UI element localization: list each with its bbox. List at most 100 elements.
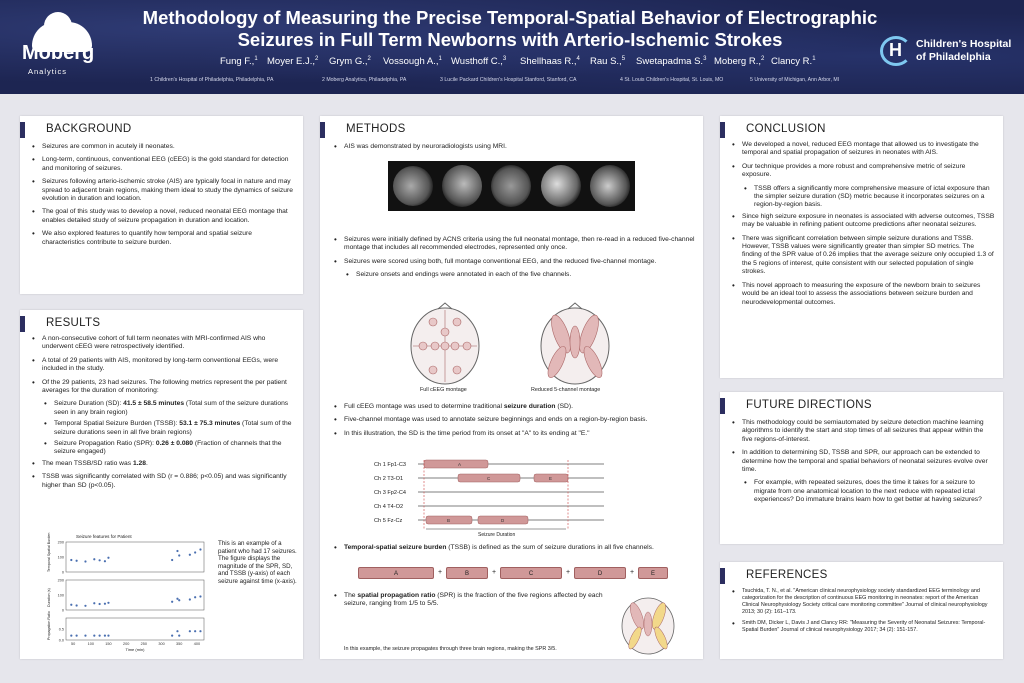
data-point [75,604,78,607]
data-point [176,549,179,553]
mri-slice [590,165,631,207]
data-point [103,602,107,605]
list-item: This methodology could be semiautomated … [732,419,995,444]
title-line-1: Methodology of Measuring the Precise Tem… [142,7,878,28]
data-point [84,560,87,563]
future-directions-panel: FUTURE DIRECTIONS This methodology could… [720,392,1003,544]
x-tick-label: 200 [123,642,129,646]
author: Wusthoff C.,3 [451,56,507,68]
x-tick-label: 300 [158,642,164,646]
full-ceeg-montage-head [410,302,480,385]
data-point [178,634,181,637]
y-axis-label: Propagation Ratio [47,611,51,640]
data-point [84,604,87,607]
results-list: A non-consecutive cohort of full term ne… [32,335,295,490]
svg-text:A: A [458,462,461,467]
y-tick-label: 200 [58,540,64,544]
svg-text:E: E [549,476,552,481]
author: Vossough A.,1 [383,56,442,68]
data-point [171,634,174,637]
x-tick-label: 50 [71,642,75,646]
list-item: The mean TSSB/SD ratio was 1.28. [32,460,295,469]
list-item: The goal of this study was to develop a … [32,208,295,225]
chart-panel-frame [65,617,205,641]
seizure-segment-b [425,515,473,525]
y-axis-label: Temporal Spatial Burden [47,533,51,572]
tssb-segment-row: A + B + C + D + E [358,567,668,579]
reduced-montage-head [540,302,610,385]
affiliation: 2 Moberg Analytics, Philadelphia, PA [322,77,407,83]
section-title: FUTURE DIRECTIONS [746,399,872,411]
data-point [70,603,73,606]
background-panel: BACKGROUND Seizures are common in acutel… [20,116,303,294]
author: Clancy R.1 [771,56,816,68]
list-item: AIS was demonstrated by neuroradiologist… [334,143,695,152]
tssb-segment: C [500,567,562,579]
poster-title: Methodology of Measuring the Precise Tem… [120,7,900,51]
chart-panel-frame [65,579,205,611]
channel-label: Ch 3 Fp2-C4 [374,490,406,496]
data-point [194,630,197,633]
seizure-segment-d [477,515,529,525]
list-item: We developed a novel, reduced EEG montag… [732,141,995,158]
affiliation: 3 Lucile Packard Children's Hospital Sta… [440,77,577,83]
full-montage-caption: Full cEEG montage [420,387,467,393]
list-item: Seizures were scored using both, full mo… [334,258,695,267]
data-point [176,630,179,633]
chart-panel-frame [65,541,205,573]
seizure-features-chart: Seizure features for Patient010020001002… [47,533,205,652]
list-item: Our technique provides a more robust and… [732,163,995,180]
montage-diagrams [410,302,610,385]
channel-label: Ch 4 T4-O2 [374,504,403,510]
data-point [103,560,107,563]
list-item: Since high seizure exposure in neonates … [732,213,995,230]
list-item: Of the 29 patients, 23 had seizures. The… [32,379,295,396]
tssb-segment: A [358,567,434,579]
author-list: Fung F.,1 Moyer E.J.,2 Grym G.,2 Vossoug… [180,56,816,70]
list-item: Seizure onsets and endings were annotate… [346,271,695,280]
moberg-logo-sub: Analytics [28,67,68,76]
data-point [171,600,174,603]
y-tick-label: 0 [62,570,64,574]
x-tick-label: 250 [141,642,147,646]
cloud-icon [32,12,92,52]
spr-example-head [621,597,675,655]
author: Swetapadma S.3 [636,56,707,68]
list-item: Seizures are common in acutely ill neona… [32,143,295,152]
list-item: A total of 29 patients with AIS, monitor… [32,357,295,374]
data-point [194,551,197,554]
references-panel: REFERENCES Tsuchida, T. N., et al. "Amer… [720,562,1003,659]
affiliation: 1 Children's Hospital of Philadelphia, P… [150,77,274,83]
header-background [0,0,1024,94]
channel-label: Ch 5 Fz-Cz [374,518,402,524]
reference-item: Tsuchida, T. N., et al. "American clinic… [732,588,995,616]
list-item: Seizures following arterio-ischemic stro… [32,178,295,203]
list-item: This novel approach to measuring the exp… [732,282,995,307]
author: Shellhaas R.,4 [520,56,580,68]
list-item: Seizure Propagation Ratio (SPR): 0.26 ± … [44,440,295,457]
list-item: Temporal Spatial Seizure Burden (TSSB): … [44,420,295,437]
data-point [188,598,191,601]
x-tick-label: 100 [88,642,94,646]
data-point [93,634,96,637]
author: Grym G.,2 [329,56,371,68]
channel-seizure-diagram: Ch 1 Fp1-C3 Ch 2 T3-O1 Ch 3 Fp2-C4 Ch 4 … [374,459,604,538]
list-item: We also explored features to quantify ho… [32,230,295,247]
chop-logo: Children's Hospital of Philadelphia [880,36,1020,70]
chop-logo-line-1: Children's Hospital [916,38,1012,50]
y-tick-label: 0.0 [59,638,64,642]
list-item: TSSB offers a significantly more compreh… [744,185,995,210]
moberg-logo: Moberg Analytics [22,12,122,78]
reference-item: Smith DM, Dicker L, Davis J and Clancy R… [732,620,995,634]
data-point [178,599,181,602]
affiliation: 4 St. Louis Children's Hospital, St. Lou… [620,77,724,83]
data-point [194,596,197,599]
mri-slice [442,165,483,207]
mri-slice [491,165,532,207]
methods-panel: METHODS AIS was demonstrated by neurorad… [320,116,703,659]
data-point [188,630,191,633]
x-axis-label: Time (min) [126,647,146,652]
data-point [199,548,202,551]
data-point [176,597,179,600]
data-point [103,634,107,637]
